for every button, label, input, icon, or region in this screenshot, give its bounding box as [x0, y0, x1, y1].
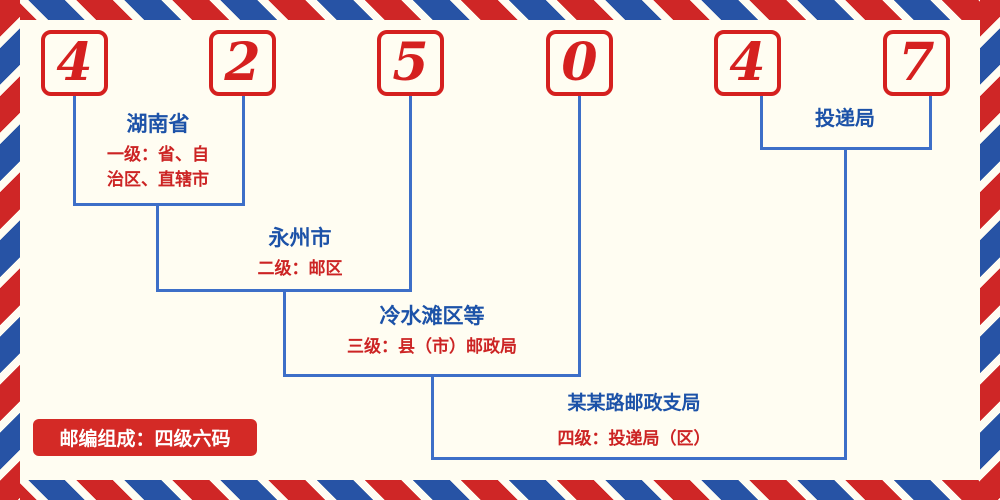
composition-badge: 邮编组成：四级六码: [33, 419, 257, 456]
level3-desc: 三级：县（市）邮政局: [347, 337, 517, 358]
airmail-border-bottom: [0, 480, 1000, 500]
digit-3: 5: [392, 32, 429, 93]
level1-name: 湖南省: [126, 112, 190, 136]
level1-desc-line1: 一级：省、自: [107, 145, 209, 166]
digit-box-1: 4: [41, 30, 108, 96]
digit-2: 2: [224, 32, 261, 93]
level2-desc: 二级：邮区: [257, 259, 343, 280]
airmail-border-left: [0, 0, 20, 500]
delivery-office-name: 投递局: [815, 106, 875, 130]
label-level4: 某某路邮政支局 四级：投递局（区）: [504, 392, 764, 451]
digit-1: 4: [56, 32, 93, 93]
level1-desc: 一级：省、自 治区、直辖市: [68, 143, 248, 192]
connector-level4-right: [844, 148, 847, 460]
label-level3: 冷水滩区等 三级：县（市）邮政局: [312, 304, 552, 360]
composition-badge-text: 邮编组成：四级六码: [59, 428, 231, 450]
digit-6: 7: [898, 32, 935, 93]
level2-name: 永州市: [268, 226, 332, 250]
level4-name: 某某路邮政支局: [567, 392, 701, 414]
level4-desc: 四级：投递局（区）: [557, 428, 711, 449]
connector-level4-left: [431, 374, 434, 460]
digit-box-4: 0: [546, 30, 613, 96]
digit-box-3: 5: [377, 30, 444, 96]
label-level1: 湖南省 一级：省、自 治区、直辖市: [68, 112, 248, 192]
airmail-border-top: [0, 0, 1000, 20]
digit-box-5: 4: [714, 30, 781, 96]
connector-delivery-right: [929, 96, 932, 150]
connector-level2-right: [409, 96, 412, 292]
level3-name: 冷水滩区等: [379, 304, 485, 328]
connector-level3-right: [578, 96, 581, 377]
level1-desc-line2: 治区、直辖市: [107, 169, 209, 190]
digit-4: 0: [561, 32, 598, 93]
label-delivery-office: 投递局: [785, 106, 905, 130]
airmail-border-right: [980, 0, 1000, 500]
connector-delivery-bottom: [760, 147, 932, 150]
digit-box-2: 2: [209, 30, 276, 96]
connector-level2-left: [156, 203, 159, 292]
connector-level3-left: [283, 289, 286, 377]
digit-5: 4: [729, 32, 766, 93]
connector-level4-bottom: [431, 457, 847, 460]
connector-level1-bottom: [73, 203, 245, 206]
connector-level1-right: [242, 96, 245, 206]
label-level2: 永州市 二级：邮区: [200, 226, 400, 282]
connector-level1-left: [73, 96, 76, 206]
connector-delivery-left: [760, 96, 763, 150]
digit-box-6: 7: [883, 30, 950, 96]
